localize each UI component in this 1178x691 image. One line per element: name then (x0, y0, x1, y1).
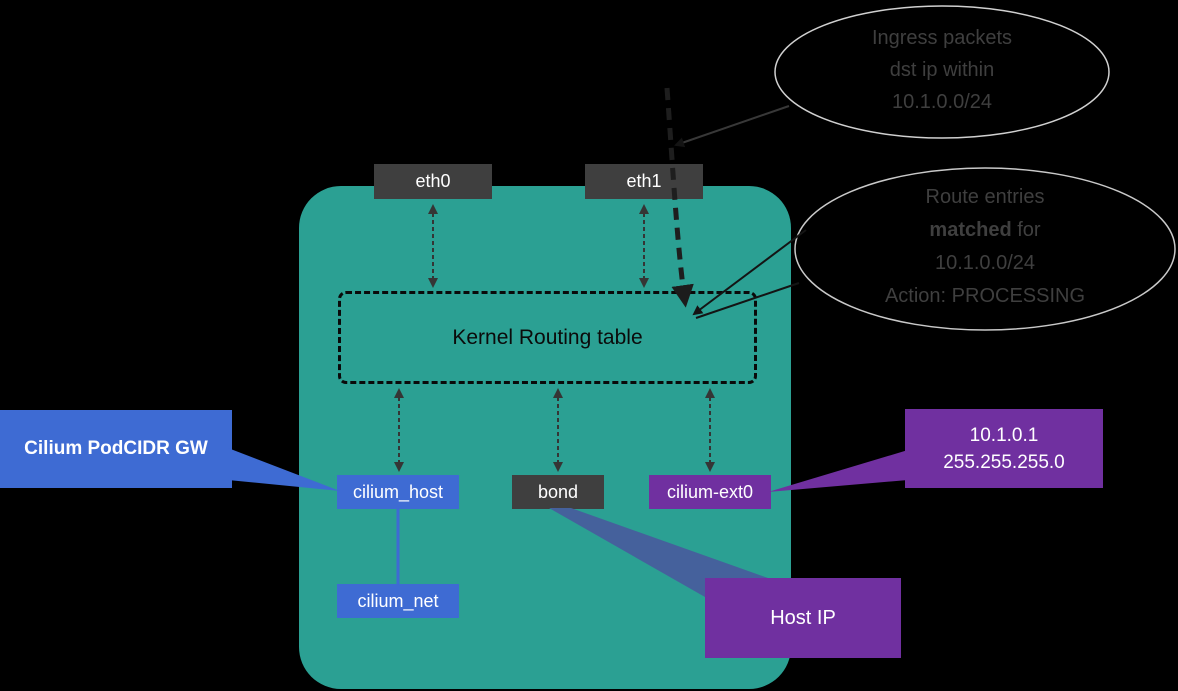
interface-cilium-net: cilium_net (337, 584, 459, 618)
kernel-routing-table-label: Kernel Routing table (452, 325, 643, 349)
route-bubble-line2-rest: for (1011, 219, 1041, 241)
ingress-bubble-line2: dst ip within (889, 59, 995, 81)
ext0-ip-line1: 10.1.0.1 (969, 424, 1039, 446)
host-ip-callout-tail (549, 508, 768, 597)
route-bubble-line4: Action: PROCESSING (884, 285, 1086, 307)
route-bubble-line2: matched for (835, 214, 1135, 247)
eth1-label: eth1 (626, 171, 662, 191)
ingress-packet-flow-arrow (664, 87, 694, 308)
route-bubble-line2-bold: matched (929, 219, 1012, 241)
route-bubble-pointer-line-1 (692, 229, 807, 316)
ingress-bubble-text: Ingress packets dst ip within 10.1.0.0/2… (800, 22, 1084, 118)
route-bubble-line3: 10.1.0.0/24 (934, 252, 1036, 274)
kernel-routing-table-box: Kernel Routing table (338, 291, 757, 384)
ingress-bubble-line1: Ingress packets (871, 27, 1013, 49)
route-bubble-pointer-line-2 (695, 282, 800, 319)
ext0-ip-callout-tail (768, 450, 908, 492)
podcidr-callout-tail (228, 448, 340, 491)
cilium-net-label: cilium_net (357, 590, 439, 611)
ingress-bubble-line3: 10.1.0.0/24 (891, 91, 993, 113)
interface-cilium-host: cilium_host (337, 475, 459, 509)
interface-bond: bond (512, 475, 604, 509)
eth0-label: eth0 (415, 171, 451, 191)
bond-label: bond (537, 481, 579, 502)
ingress-bubble-pointer-line (674, 105, 790, 148)
interface-eth0: eth0 (374, 164, 492, 199)
podcidr-gw-callout: Cilium PodCIDR GW (0, 410, 232, 488)
route-bubble-text: Route entries matched for 10.1.0.0/24 Ac… (835, 181, 1135, 313)
ext0-ip-callout: 10.1.0.1 255.255.255.0 (905, 409, 1103, 488)
ext0-ip-line2: 255.255.255.0 (943, 451, 1065, 473)
ingress-bubble (774, 5, 1110, 139)
cilium-ext0-label: cilium-ext0 (666, 481, 754, 502)
host-ip-label: Host IP (770, 606, 836, 629)
cilium-host-label: cilium_host (352, 481, 444, 502)
route-bubble (794, 167, 1176, 331)
route-bubble-line1: Route entries (925, 186, 1045, 208)
host-ip-callout: Host IP (705, 578, 901, 658)
interface-cilium-ext0: cilium-ext0 (649, 475, 771, 509)
interface-eth1: eth1 (585, 164, 703, 199)
podcidr-gw-label: Cilium PodCIDR GW (24, 438, 208, 459)
